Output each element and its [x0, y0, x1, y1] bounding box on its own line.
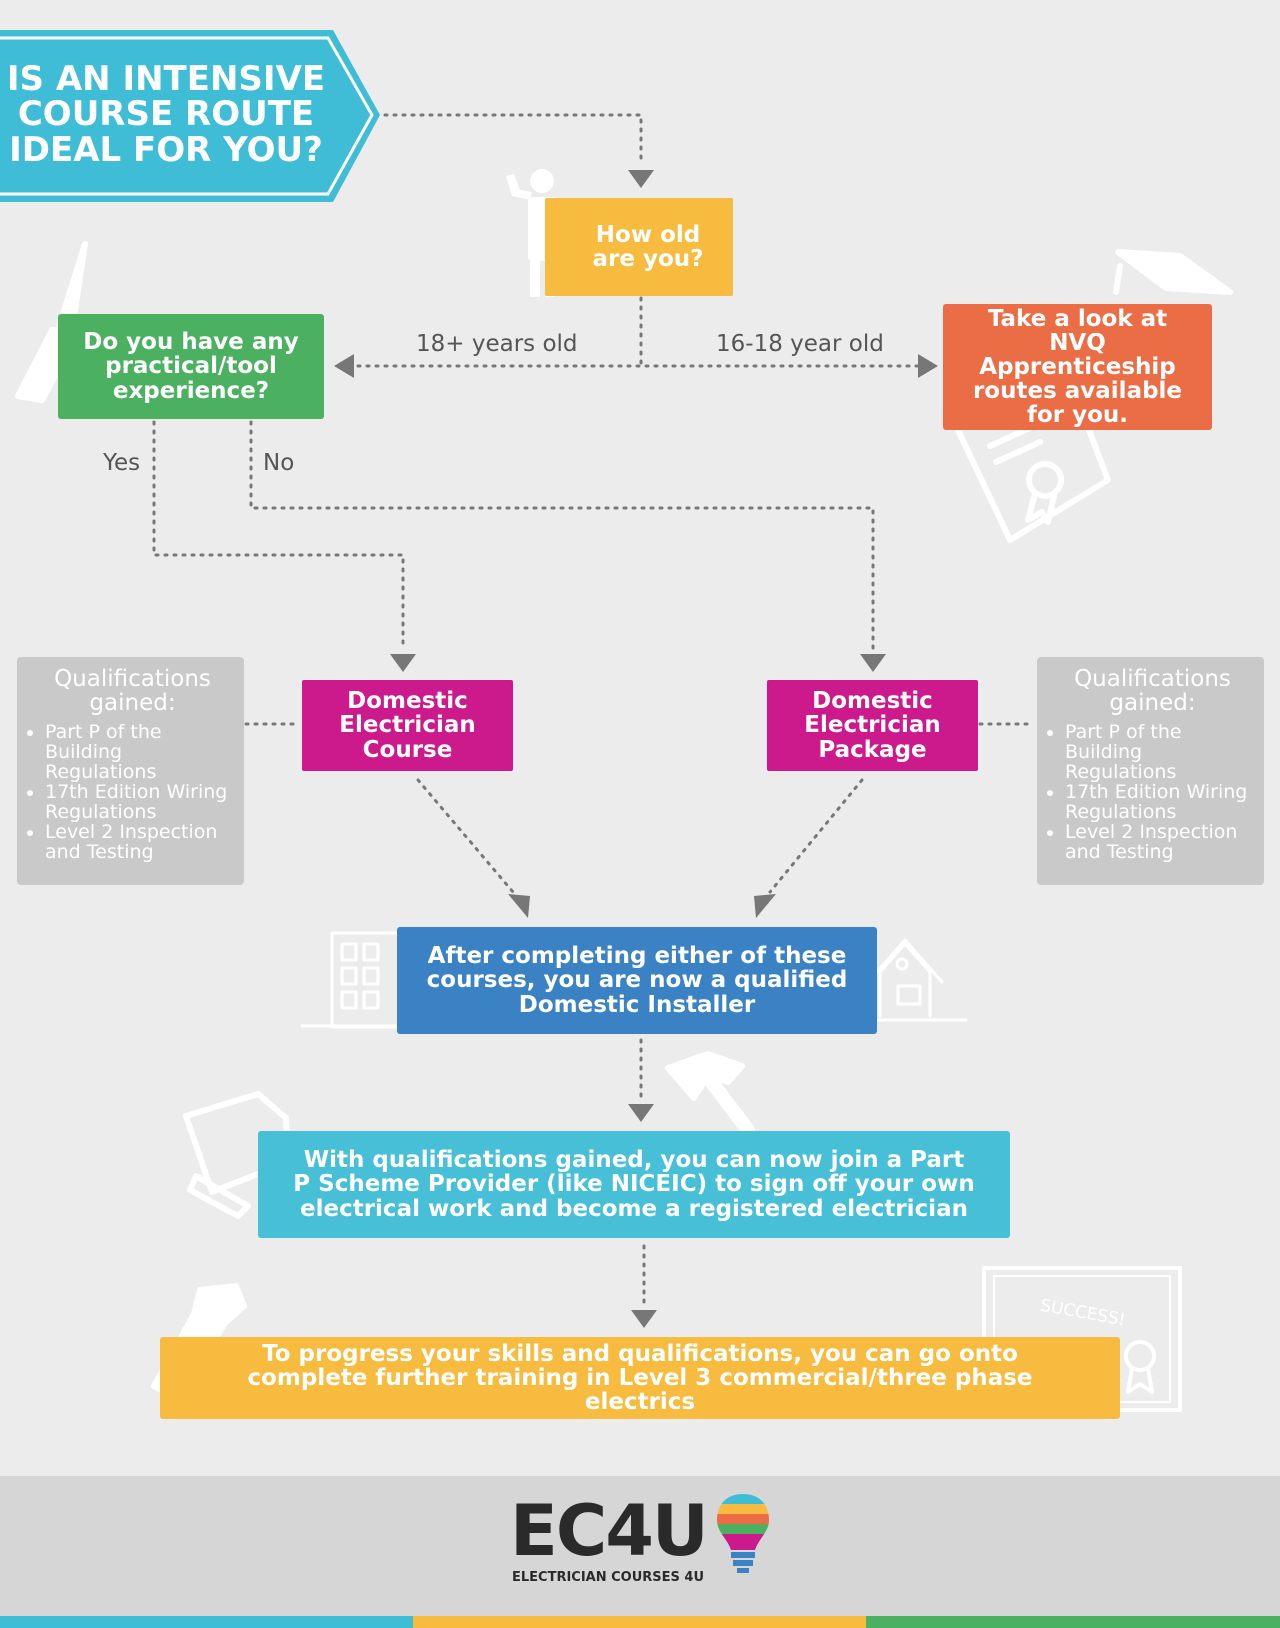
age-question-node: How old are you? — [545, 198, 733, 296]
qualifications-panel-right: Qualifications gained: Part P of the Bui… — [1037, 657, 1264, 885]
edge-label-18-plus: 18+ years old — [416, 331, 578, 357]
title-banner — [0, 30, 380, 202]
edge-label-yes: Yes — [103, 450, 141, 476]
qualification-item: 17th Edition Wiring Regulations — [45, 782, 238, 823]
part-p-scheme-node: With qualifications gained, you can now … — [258, 1131, 1010, 1238]
hammer-icon — [665, 1051, 755, 1137]
qualification-item: Part P of the Building Regulations — [45, 722, 238, 783]
logo-tagline: ELECTRICIAN COURSES 4U — [512, 1570, 705, 1585]
qualifications-heading: Qualifications gained: — [1074, 666, 1231, 717]
experience-question-node: Do you have any practical/tool experienc… — [58, 314, 324, 419]
edge-label-no: No — [263, 450, 295, 476]
ec4u-logo: EC4U ELECTRICIAN COURSES 4U — [510, 1490, 776, 1591]
logo-wordmark: EC4U — [510, 1490, 709, 1572]
footer-stripe-green — [866, 1616, 1280, 1628]
house-icon — [866, 938, 968, 1022]
qualification-item: Level 2 Inspection and Testing — [45, 822, 238, 863]
qualification-item: 17th Edition Wiring Regulations — [1065, 782, 1258, 823]
nvq-apprenticeship-node: Take a look at NVQ Apprenticeship routes… — [943, 304, 1212, 430]
connectors — [152, 113, 1036, 1310]
qualification-item: Level 2 Inspection and Testing — [1065, 822, 1258, 863]
arrowheads — [334, 170, 938, 1328]
domestic-electrician-course-node: Domestic Electrician Course — [302, 680, 513, 771]
qualifications-panel-left: Qualifications gained: Part P of the Bui… — [17, 657, 244, 885]
success-stamp-text: SUCCESS! — [1039, 1296, 1127, 1331]
qualifications-heading: Qualifications gained: — [54, 666, 211, 717]
lightbulb-icon — [717, 1494, 769, 1573]
graduation-cap-icon — [1113, 249, 1233, 295]
footer-stripe-cyan — [0, 1616, 413, 1628]
apartment-building-icon — [300, 931, 402, 1029]
domestic-installer-node: After completing either of these courses… — [397, 927, 877, 1034]
edge-label-16-18: 16-18 year old — [716, 331, 884, 357]
footer — [0, 1476, 1280, 1616]
level-3-progress-node: To progress your skills and qualificatio… — [160, 1337, 1120, 1419]
page-title: IS AN INTENSIVE COURSE ROUTE IDEAL FOR Y… — [6, 59, 326, 170]
qualification-item: Part P of the Building Regulations — [1065, 722, 1258, 783]
footer-stripe-yellow — [413, 1616, 866, 1628]
domestic-electrician-package-node: Domestic Electrician Package — [767, 680, 978, 771]
